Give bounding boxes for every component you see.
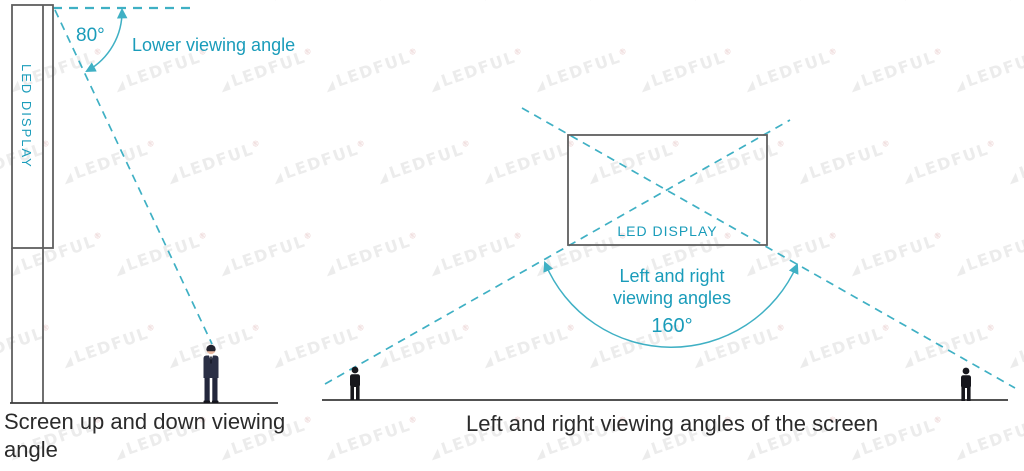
lr-angle-label-line2: viewing angles xyxy=(612,288,732,308)
led-display-pylon xyxy=(11,4,54,249)
right-sightline-dashed xyxy=(521,107,1016,389)
led-display-screen xyxy=(567,134,768,246)
person-body xyxy=(961,375,971,388)
left-diagram-group xyxy=(10,4,278,404)
person-head xyxy=(962,367,970,375)
person-leg xyxy=(961,387,965,401)
angle-160-arc xyxy=(543,261,799,348)
person-leg xyxy=(204,378,210,401)
person-hair xyxy=(206,344,216,352)
lower-angle-value: 80° xyxy=(76,25,105,46)
lr-angle-value: 160° xyxy=(651,315,693,337)
lower-sightline-dashed xyxy=(54,9,213,345)
lower-angle-label: Lower viewing angle xyxy=(132,35,296,55)
caption-right: Left and right viewing angles of the scr… xyxy=(466,411,879,436)
led-display-label: LED DISPLAY xyxy=(617,223,718,239)
person-viewer-right-side xyxy=(961,367,971,401)
led-display-vertical-label: LED DISPLAY xyxy=(19,64,34,169)
person-suit-torso xyxy=(203,355,219,378)
person-head xyxy=(351,366,359,374)
person-viewer-left-side xyxy=(350,366,360,400)
caption-left: Screen up and down viewing angle xyxy=(4,409,286,462)
person-leg xyxy=(356,386,360,400)
person-shoe xyxy=(203,400,211,403)
person-leg xyxy=(350,386,354,400)
person-viewer-front xyxy=(203,344,219,403)
person-tie xyxy=(210,356,212,364)
right-diagram-group xyxy=(322,107,1016,401)
left-sightline-dashed xyxy=(324,119,791,385)
person-leg xyxy=(967,387,971,401)
lr-angle-label-line1: Left and right xyxy=(619,266,725,286)
person-body xyxy=(350,374,360,387)
person-shoe xyxy=(211,400,219,403)
angle-80-arc xyxy=(85,7,128,73)
person-leg xyxy=(212,378,218,401)
